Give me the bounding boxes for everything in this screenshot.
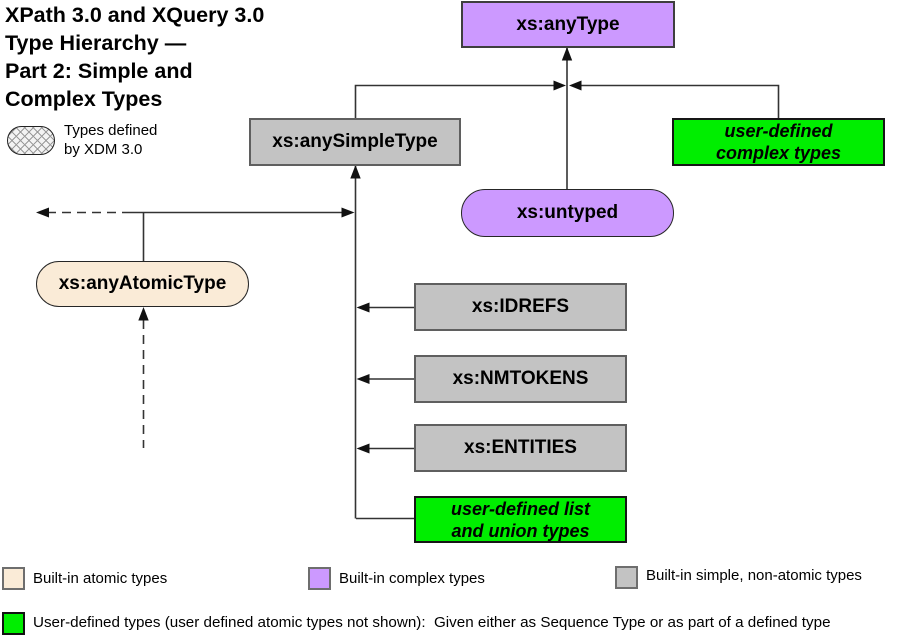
node-xs-anysimpletype: xs:anySimpleType xyxy=(249,118,461,166)
node-xs-anytype: xs:anyType xyxy=(461,1,675,48)
node-xs-nmtokens: xs:NMTOKENS xyxy=(414,355,627,403)
node-xs-idrefs: xs:IDREFS xyxy=(414,283,627,331)
node-user-defined-list-union-types: user-defined list and union types xyxy=(414,496,627,543)
xdm-hatched-pill-icon xyxy=(7,126,55,155)
legend-label-atomic: Built-in atomic types xyxy=(33,570,168,587)
node-xs-entities: xs:ENTITIES xyxy=(414,424,627,472)
legend-swatch-atomic xyxy=(2,567,25,590)
legend-label-simple-non-atomic: Built-in simple, non-atomic types xyxy=(646,567,862,584)
legend-swatch-simple-non-atomic xyxy=(615,566,638,589)
legend-label-user-defined: User-defined types (user defined atomic … xyxy=(33,614,831,631)
node-xs-untyped: xs:untyped xyxy=(461,189,674,237)
diagram-title: XPath 3.0 and XQuery 3.0 Type Hierarchy … xyxy=(5,3,265,111)
legend-swatch-complex xyxy=(308,567,331,590)
legend-label-complex: Built-in complex types xyxy=(339,570,485,587)
node-user-defined-complex-types: user-defined complex types xyxy=(672,118,885,166)
node-xs-anyatomictype: xs:anyAtomicType xyxy=(36,261,249,307)
legend-swatch-user-defined xyxy=(2,612,25,635)
xdm-note-label: Types defined by XDM 3.0 xyxy=(64,122,158,158)
